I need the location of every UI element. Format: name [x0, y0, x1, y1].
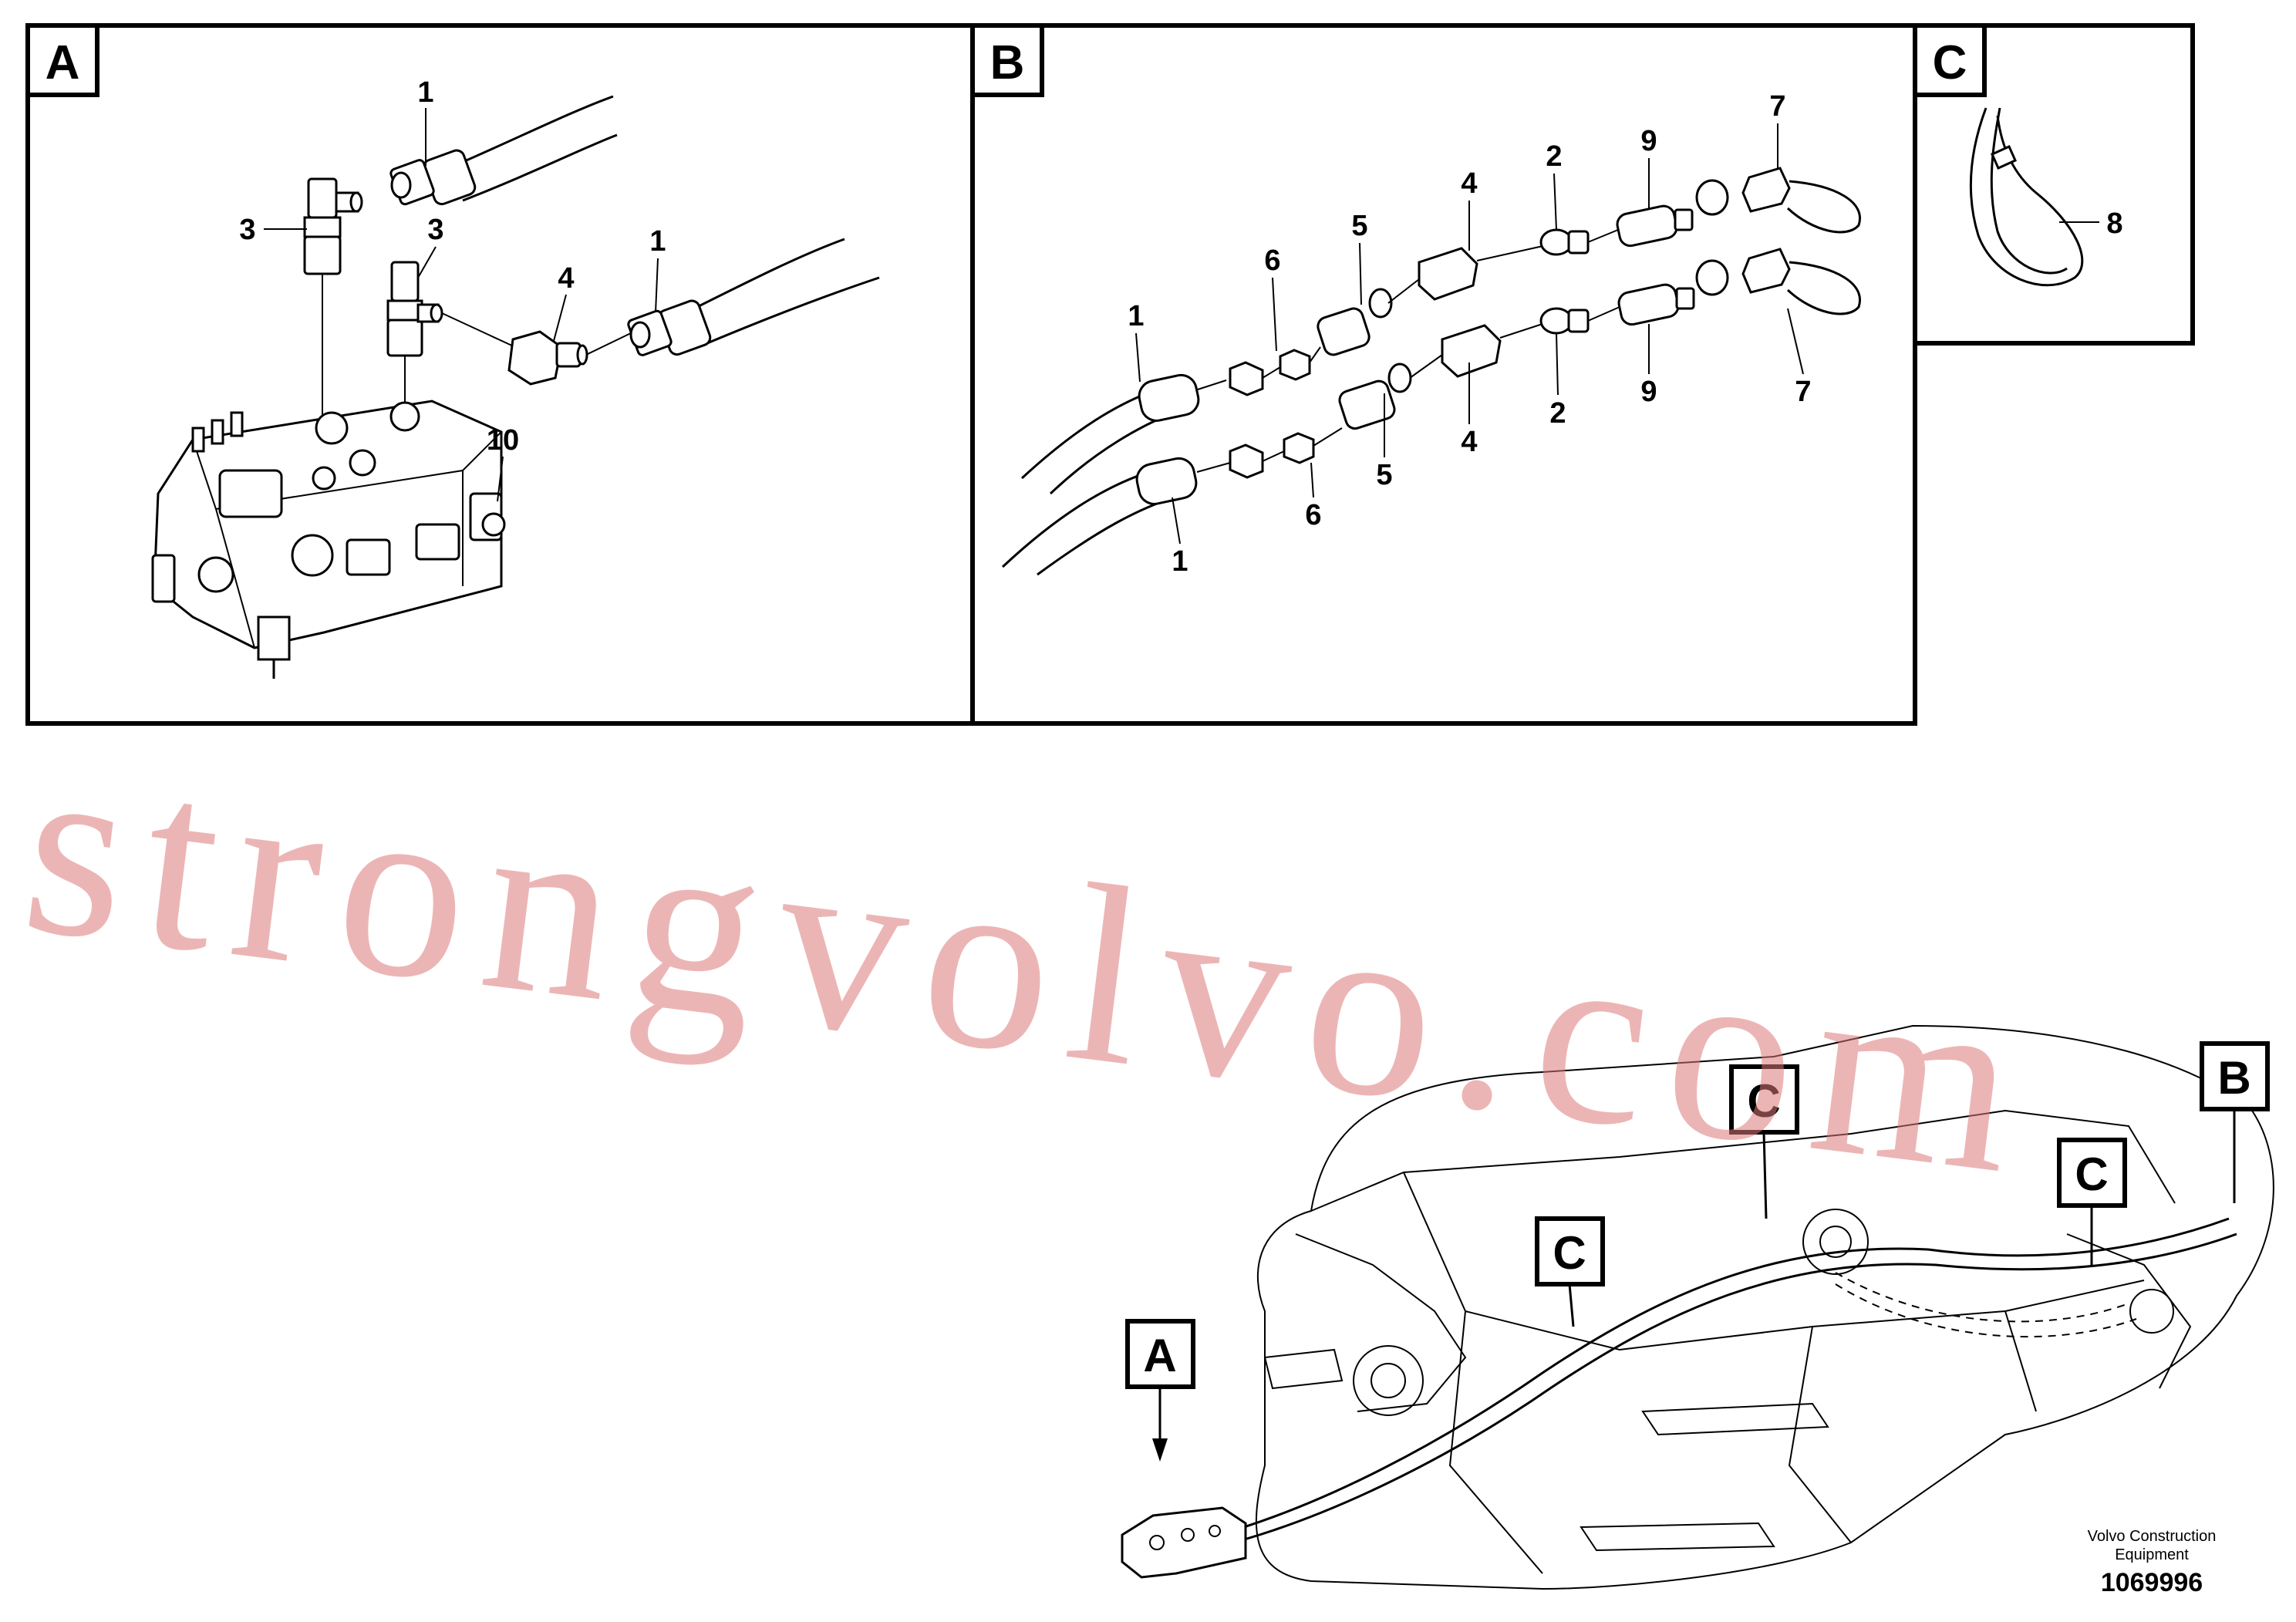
machine-overview: [1121, 1024, 2274, 1590]
svg-text:C: C: [1553, 1227, 1586, 1279]
svg-text:7: 7: [1795, 376, 1811, 408]
panel-a-callouts: 1 3 3 4 1 10: [239, 76, 666, 502]
svg-text:B: B: [2217, 1052, 2250, 1104]
svg-text:1: 1: [649, 225, 666, 258]
panel-c-label: C: [1913, 23, 1987, 97]
svg-text:10: 10: [487, 424, 519, 457]
overview-flag-c-right: C: [2057, 1138, 2127, 1265]
svg-text:9: 9: [1640, 125, 1657, 157]
credit-line-1: Volvo Construction: [2087, 1528, 2217, 1545]
overview-flag-c-middle: C: [1729, 1064, 1799, 1219]
drawing-number: 1069996: [2100, 1568, 2203, 1597]
svg-text:3: 3: [427, 214, 443, 246]
overview-flag-c-left: C: [1535, 1216, 1605, 1327]
svg-text:A: A: [1143, 1330, 1176, 1381]
svg-text:4: 4: [1461, 167, 1477, 200]
svg-text:A: A: [46, 36, 80, 89]
svg-text:7: 7: [1769, 90, 1785, 123]
svg-text:5: 5: [1376, 459, 1392, 491]
svg-text:B: B: [990, 36, 1025, 89]
panel-c-frame: [1913, 23, 2195, 346]
svg-text:6: 6: [1305, 499, 1321, 531]
svg-text:2: 2: [1546, 140, 1562, 173]
svg-text:4: 4: [558, 262, 574, 295]
svg-text:5: 5: [1351, 210, 1367, 242]
panel-b-label: B: [970, 23, 1044, 97]
panel-b-drawing: [1001, 167, 1861, 576]
panel-c-callouts: 8: [2059, 207, 2123, 240]
panel-a-drawing: [151, 95, 880, 679]
panel-a-label: A: [25, 23, 99, 97]
svg-text:1: 1: [417, 76, 433, 109]
svg-text:3: 3: [239, 214, 255, 246]
cable-tie: [1969, 107, 2084, 287]
credit-line-2: Equipment: [2115, 1546, 2189, 1563]
svg-text:C: C: [2075, 1148, 2108, 1200]
publisher-credit: Volvo Construction Equipment: [2052, 1527, 2252, 1564]
svg-text:9: 9: [1640, 376, 1657, 408]
svg-text:C: C: [1933, 36, 1967, 89]
svg-text:4: 4: [1461, 426, 1477, 458]
svg-text:C: C: [1747, 1075, 1780, 1127]
overview-flag-b: B: [2200, 1041, 2270, 1203]
panel-a-frame: [25, 23, 975, 726]
svg-text:6: 6: [1264, 244, 1280, 277]
panel-b-frame: [970, 23, 1917, 726]
overview-flag-a: A: [1125, 1319, 1195, 1462]
svg-text:8: 8: [2106, 207, 2122, 240]
svg-text:1: 1: [1172, 545, 1188, 578]
svg-text:2: 2: [1549, 397, 1566, 430]
svg-text:1: 1: [1128, 300, 1144, 332]
panel-b-callouts: 1 6 5 4 2 9 7 7 9 2 4 5 6 1: [1128, 90, 1811, 578]
